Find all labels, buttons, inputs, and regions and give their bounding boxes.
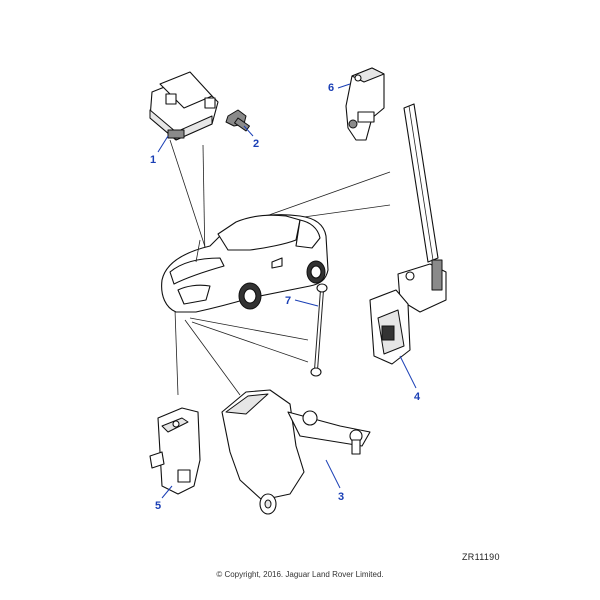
callout-6: 6 — [328, 82, 334, 94]
sensor-bracket-part — [149, 407, 201, 495]
callout-leaders — [157, 83, 417, 499]
height-sensor-rod-part — [369, 103, 447, 365]
control-module-part — [149, 71, 219, 141]
reference-code: ZR11190 — [462, 552, 500, 562]
callout-2: 2 — [253, 138, 259, 150]
callout-3: 3 — [338, 491, 344, 503]
callout-1: 1 — [150, 154, 156, 166]
link-rod-part — [310, 283, 328, 377]
callout-4: 4 — [414, 391, 421, 403]
bracket-part — [345, 67, 385, 141]
car-illustration — [161, 214, 329, 313]
callout-labels: 1 2 6 7 4 3 5 — [150, 82, 421, 512]
height-sensor-arm-part — [221, 389, 371, 515]
callout-7: 7 — [285, 295, 291, 307]
leader-lines — [169, 139, 391, 396]
callout-5: 5 — [155, 500, 161, 512]
copyright-notice: © Copyright, 2016. Jaguar Land Rover Lim… — [216, 570, 384, 579]
